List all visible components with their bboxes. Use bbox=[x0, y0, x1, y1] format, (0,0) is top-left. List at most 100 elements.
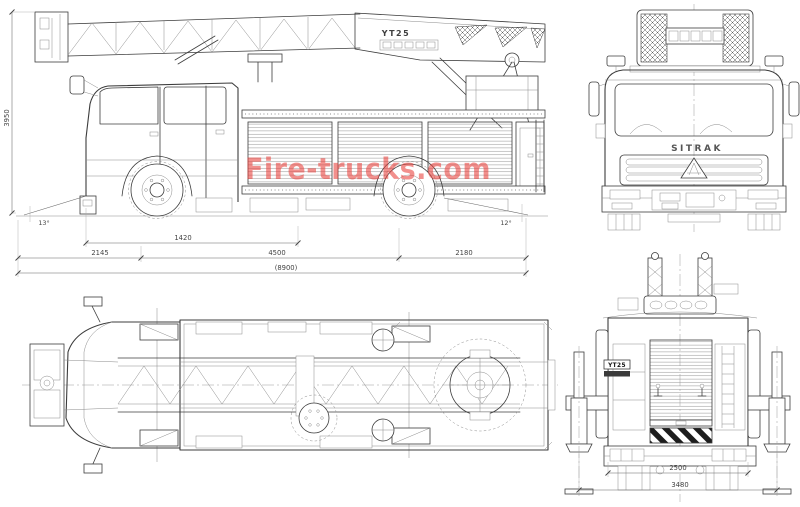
pulley bbox=[651, 252, 659, 260]
boom-vent bbox=[494, 26, 528, 48]
departure-angle-label: 12° bbox=[500, 219, 511, 227]
beacon-left bbox=[606, 55, 626, 67]
top-view bbox=[22, 296, 558, 474]
dim-3480-label: 3480 bbox=[671, 481, 688, 489]
roof-equipment bbox=[617, 297, 639, 311]
kerb-mirror-right bbox=[782, 123, 793, 139]
pump-flywheel-plan bbox=[290, 394, 338, 442]
headlight-right bbox=[747, 189, 779, 200]
boom-rest bbox=[247, 53, 283, 63]
ladder-tip-plan bbox=[29, 343, 119, 427]
fog-light bbox=[82, 199, 93, 207]
boom-model-label: YT25 bbox=[381, 29, 410, 38]
locker-left bbox=[612, 343, 646, 431]
model-badge-strip bbox=[604, 371, 630, 377]
brand-label: SITRAK bbox=[671, 144, 723, 154]
under-locker bbox=[195, 197, 233, 213]
axle-center bbox=[667, 213, 721, 223]
roof-equipment bbox=[713, 283, 739, 295]
wiper-arcs bbox=[629, 124, 733, 135]
side-flare-right bbox=[747, 329, 761, 439]
dim-1420-label: 1420 bbox=[174, 234, 191, 242]
dim-2180-label: 2180 bbox=[455, 249, 472, 257]
approach-angle-label: 13° bbox=[38, 219, 49, 227]
dim-2145-label: 2145 bbox=[91, 249, 108, 257]
mirror-side bbox=[69, 75, 85, 95]
rear-view: YT25 2500 bbox=[564, 252, 792, 502]
rear-model-label: YT25 bbox=[607, 363, 626, 369]
shutter-handles bbox=[653, 387, 707, 397]
folded-ladder-rear bbox=[617, 252, 739, 315]
dim-overall-length-label: (8900) bbox=[275, 264, 298, 272]
dim-2500-label: 2500 bbox=[669, 464, 686, 472]
ladder-hatch-right bbox=[722, 13, 750, 63]
grille bbox=[619, 154, 769, 186]
rear-roller-shutter bbox=[649, 339, 713, 421]
rear-tire-right bbox=[705, 465, 739, 491]
mirror-right bbox=[788, 81, 800, 117]
mirror-left bbox=[588, 81, 600, 117]
cab-front-outline bbox=[604, 69, 784, 208]
side-dimensions: 3950 13° 12° 1420 2145 4500 2180 (8900) bbox=[3, 9, 529, 277]
locker-right bbox=[714, 343, 746, 431]
ladder-front-end bbox=[629, 9, 761, 73]
watermark-text: Fire-trucks.com bbox=[245, 152, 491, 186]
windshield bbox=[614, 83, 774, 137]
cab-side bbox=[69, 75, 239, 215]
rear-ladder-rungs bbox=[721, 346, 735, 428]
ladder-hatch-left bbox=[640, 13, 668, 63]
model-badge-plate bbox=[603, 359, 631, 370]
rear-dimensions: 2500 3480 bbox=[576, 454, 780, 494]
turntable-pedestal bbox=[465, 75, 539, 117]
headlight-left bbox=[609, 189, 641, 200]
wheel-arch-front bbox=[121, 155, 193, 197]
rear-tire-left bbox=[617, 465, 651, 491]
wheel-arch-rear bbox=[373, 155, 445, 197]
rear-step-plan bbox=[547, 359, 556, 411]
wheels-plan bbox=[139, 323, 431, 447]
tip-cylinder bbox=[174, 35, 219, 65]
roof-locker bbox=[319, 435, 373, 449]
mirror-plan-bottom bbox=[83, 463, 103, 474]
roller-shutter bbox=[427, 121, 513, 185]
door-window-front bbox=[99, 86, 159, 125]
roof-locker bbox=[195, 435, 243, 449]
dim-height-label: 3950 bbox=[3, 109, 11, 126]
roller-shutter bbox=[247, 121, 333, 185]
body-rear: YT25 bbox=[595, 311, 761, 491]
ladder-base-section bbox=[354, 12, 546, 63]
boom-vent bbox=[454, 24, 488, 46]
hazard-chevron-panel bbox=[649, 427, 713, 444]
side-view: YT25 bbox=[3, 9, 548, 277]
roof-locker bbox=[267, 321, 307, 333]
under-locker bbox=[305, 197, 351, 211]
foglight-left bbox=[611, 202, 633, 210]
outriggers bbox=[564, 346, 792, 496]
body-plan bbox=[179, 319, 556, 451]
ladder-plan bbox=[117, 355, 521, 417]
rear-access-ladder bbox=[536, 127, 544, 185]
boom-vent bbox=[530, 27, 546, 49]
cab-outline bbox=[85, 82, 239, 202]
cab-plan-outline bbox=[65, 321, 180, 449]
roof-locker bbox=[319, 321, 373, 335]
under-locker bbox=[249, 197, 299, 213]
deck-mechanism-bottom bbox=[371, 418, 395, 442]
cab-front: SITRAK bbox=[588, 69, 800, 231]
aerial-ladder-boom: YT25 bbox=[34, 11, 546, 131]
door-window-rear bbox=[163, 86, 227, 125]
dim-4500-label: 4500 bbox=[268, 249, 285, 257]
taillight-left bbox=[609, 448, 645, 462]
rear-wheel bbox=[380, 161, 438, 219]
cab-plan bbox=[65, 296, 180, 474]
door-handle bbox=[215, 129, 225, 135]
ladder-lattice bbox=[67, 17, 357, 56]
foglight-right bbox=[755, 202, 777, 210]
front-wheel bbox=[128, 161, 186, 219]
turntable-plan bbox=[433, 338, 527, 432]
pulley bbox=[701, 252, 709, 260]
roof-locker bbox=[195, 321, 243, 335]
beacon-right bbox=[764, 55, 784, 67]
roof-platform bbox=[629, 65, 761, 73]
